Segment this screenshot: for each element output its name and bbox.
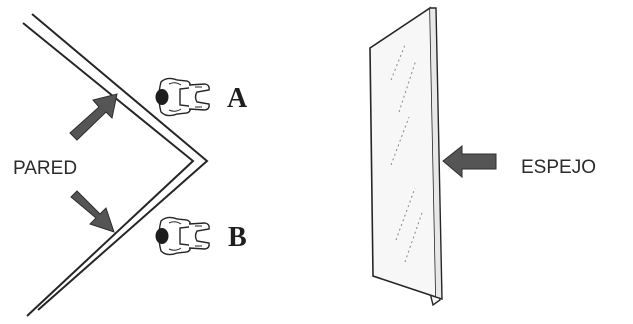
mirror-label: ESPEJO bbox=[521, 157, 596, 178]
wall-arrow-lower-icon bbox=[70, 190, 115, 233]
wall bbox=[22, 13, 209, 317]
person-a-icon bbox=[154, 77, 210, 117]
mirror-edge bbox=[430, 7, 443, 300]
person-b-label: B bbox=[228, 222, 247, 253]
mirror-front-face bbox=[369, 6, 437, 299]
wall-inner-line bbox=[22, 22, 195, 317]
mirror-glass-reflection bbox=[390, 44, 424, 263]
wall-label: PARED bbox=[13, 158, 77, 179]
person-b-icon bbox=[154, 216, 210, 256]
wall-arrow-upper-icon bbox=[69, 93, 118, 141]
mirror bbox=[369, 6, 443, 307]
mirror-arrow-icon bbox=[442, 144, 497, 179]
person-a-label: A bbox=[227, 83, 248, 114]
wall-outer-line bbox=[31, 13, 209, 311]
